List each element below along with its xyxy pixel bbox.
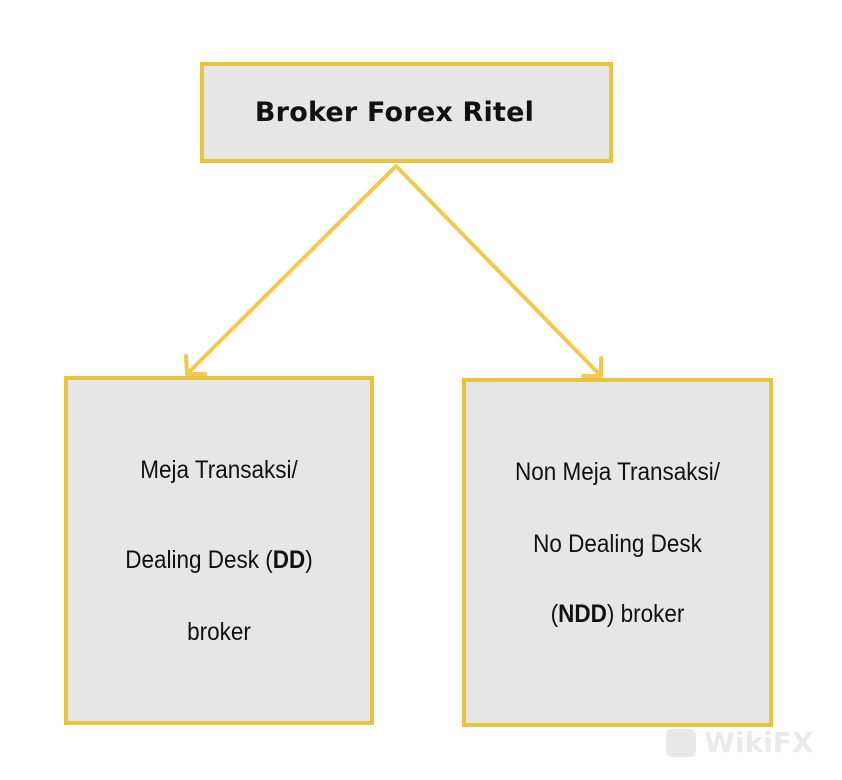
text-segment: ) (305, 546, 313, 574)
abbreviation-ndd: NDD (558, 600, 607, 628)
abbreviation-dd: DD (272, 546, 306, 574)
child-node-no-dealing-desk: Non Meja Transaksi/ No Dealing Desk (NDD… (462, 378, 773, 727)
child-node-dealing-desk: Meja Transaksi/ Dealing Desk (DD) broker (64, 376, 374, 725)
arrowhead-left-icon (184, 354, 207, 376)
text-segment: ) broker (606, 600, 685, 628)
child-node-line: Dealing Desk (DD) (83, 546, 355, 575)
watermark: WikiFX (666, 726, 813, 759)
child-node-line: No Dealing Desk (533, 530, 702, 558)
child-node-line: broker (187, 618, 251, 646)
text-segment: ( (550, 600, 559, 628)
connector-left (185, 164, 398, 376)
wikifx-logo-icon (666, 728, 696, 757)
root-node-label: Broker Forex Ritel (254, 97, 535, 128)
text-segment: Dealing Desk ( (125, 546, 273, 574)
root-node: Broker Forex Ritel (200, 62, 613, 163)
child-node-line: Non Meja Transaksi/ (514, 458, 721, 486)
arrowhead-right-icon (581, 356, 603, 378)
watermark-text: WikiFX (704, 726, 814, 759)
child-node-line: Meja Transaksi/ (140, 456, 298, 484)
connector-right (394, 164, 603, 378)
child-node-line: (NDD) broker (481, 600, 754, 629)
